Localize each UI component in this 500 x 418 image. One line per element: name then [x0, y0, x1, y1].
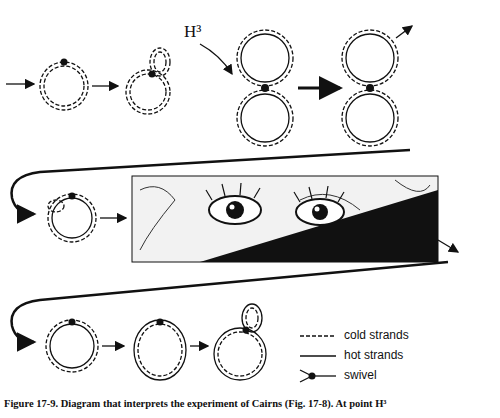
legend-text: hot strands: [344, 348, 403, 362]
legend-text: swivel: [344, 368, 377, 382]
legend-text: cold strands: [344, 328, 409, 342]
isotope-label: H³: [182, 22, 203, 42]
figure-caption: Figure 17-9. Diagram that interprets the…: [4, 398, 386, 409]
